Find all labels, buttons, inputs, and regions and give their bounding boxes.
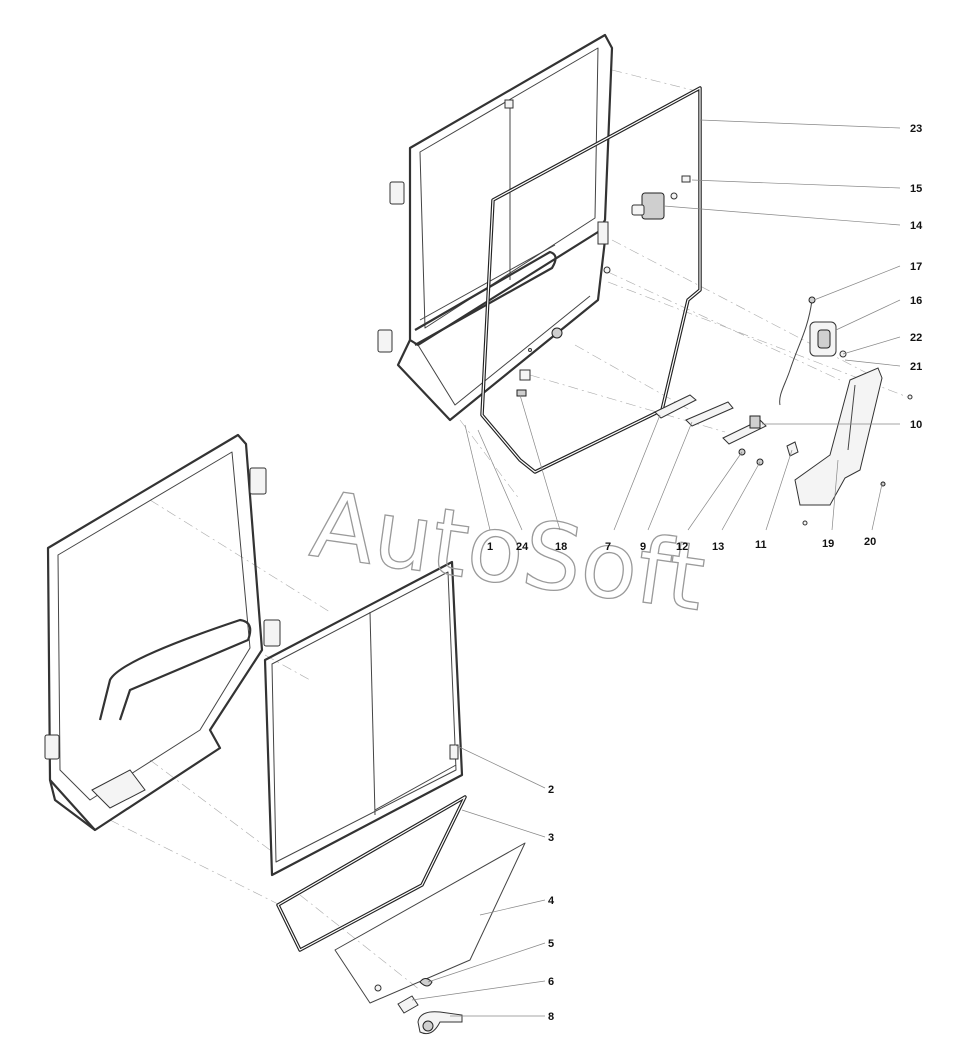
callout-10: 10	[910, 419, 922, 431]
callout-23: 23	[910, 123, 922, 135]
lower-panel-4	[334, 842, 526, 1004]
upper-door-frame	[377, 33, 614, 422]
callout-15: 15	[910, 183, 922, 195]
callout-12: 12	[676, 541, 688, 553]
lamp-assembly	[779, 296, 913, 406]
callout-2: 2	[548, 784, 554, 796]
side-cover-19	[794, 367, 886, 526]
callout-9: 9	[640, 541, 646, 553]
latch-plates	[654, 394, 799, 466]
callout-20: 20	[864, 536, 876, 548]
callout-5: 5	[548, 938, 554, 950]
callout-1: 1	[487, 541, 493, 553]
leader-lines	[411, 119, 901, 1017]
callout-3: 3	[548, 832, 554, 844]
callout-8: 8	[548, 1011, 554, 1023]
callout-4: 4	[548, 895, 555, 907]
callout-17: 17	[910, 261, 922, 273]
callout-6: 6	[548, 976, 554, 988]
glass-panel-2	[263, 560, 464, 877]
door-handle	[397, 978, 463, 1035]
callout-21: 21	[910, 361, 922, 373]
callout-7: 7	[605, 541, 611, 553]
callout-13: 13	[712, 541, 724, 553]
callout-16: 16	[910, 295, 922, 307]
callout-labels: 23 15 14 17 16 22 21 10 20 19 11 13 12 9…	[487, 123, 923, 1023]
callout-11: 11	[755, 539, 767, 551]
callout-19: 19	[822, 538, 834, 550]
callout-24: 24	[516, 541, 529, 553]
callout-14: 14	[910, 220, 923, 232]
callout-22: 22	[910, 332, 922, 344]
callout-18: 18	[555, 541, 567, 553]
lower-seal-3	[276, 795, 467, 952]
fasteners-upper	[516, 266, 611, 397]
door-lock-14	[631, 175, 691, 220]
lower-door-frame	[44, 433, 281, 832]
